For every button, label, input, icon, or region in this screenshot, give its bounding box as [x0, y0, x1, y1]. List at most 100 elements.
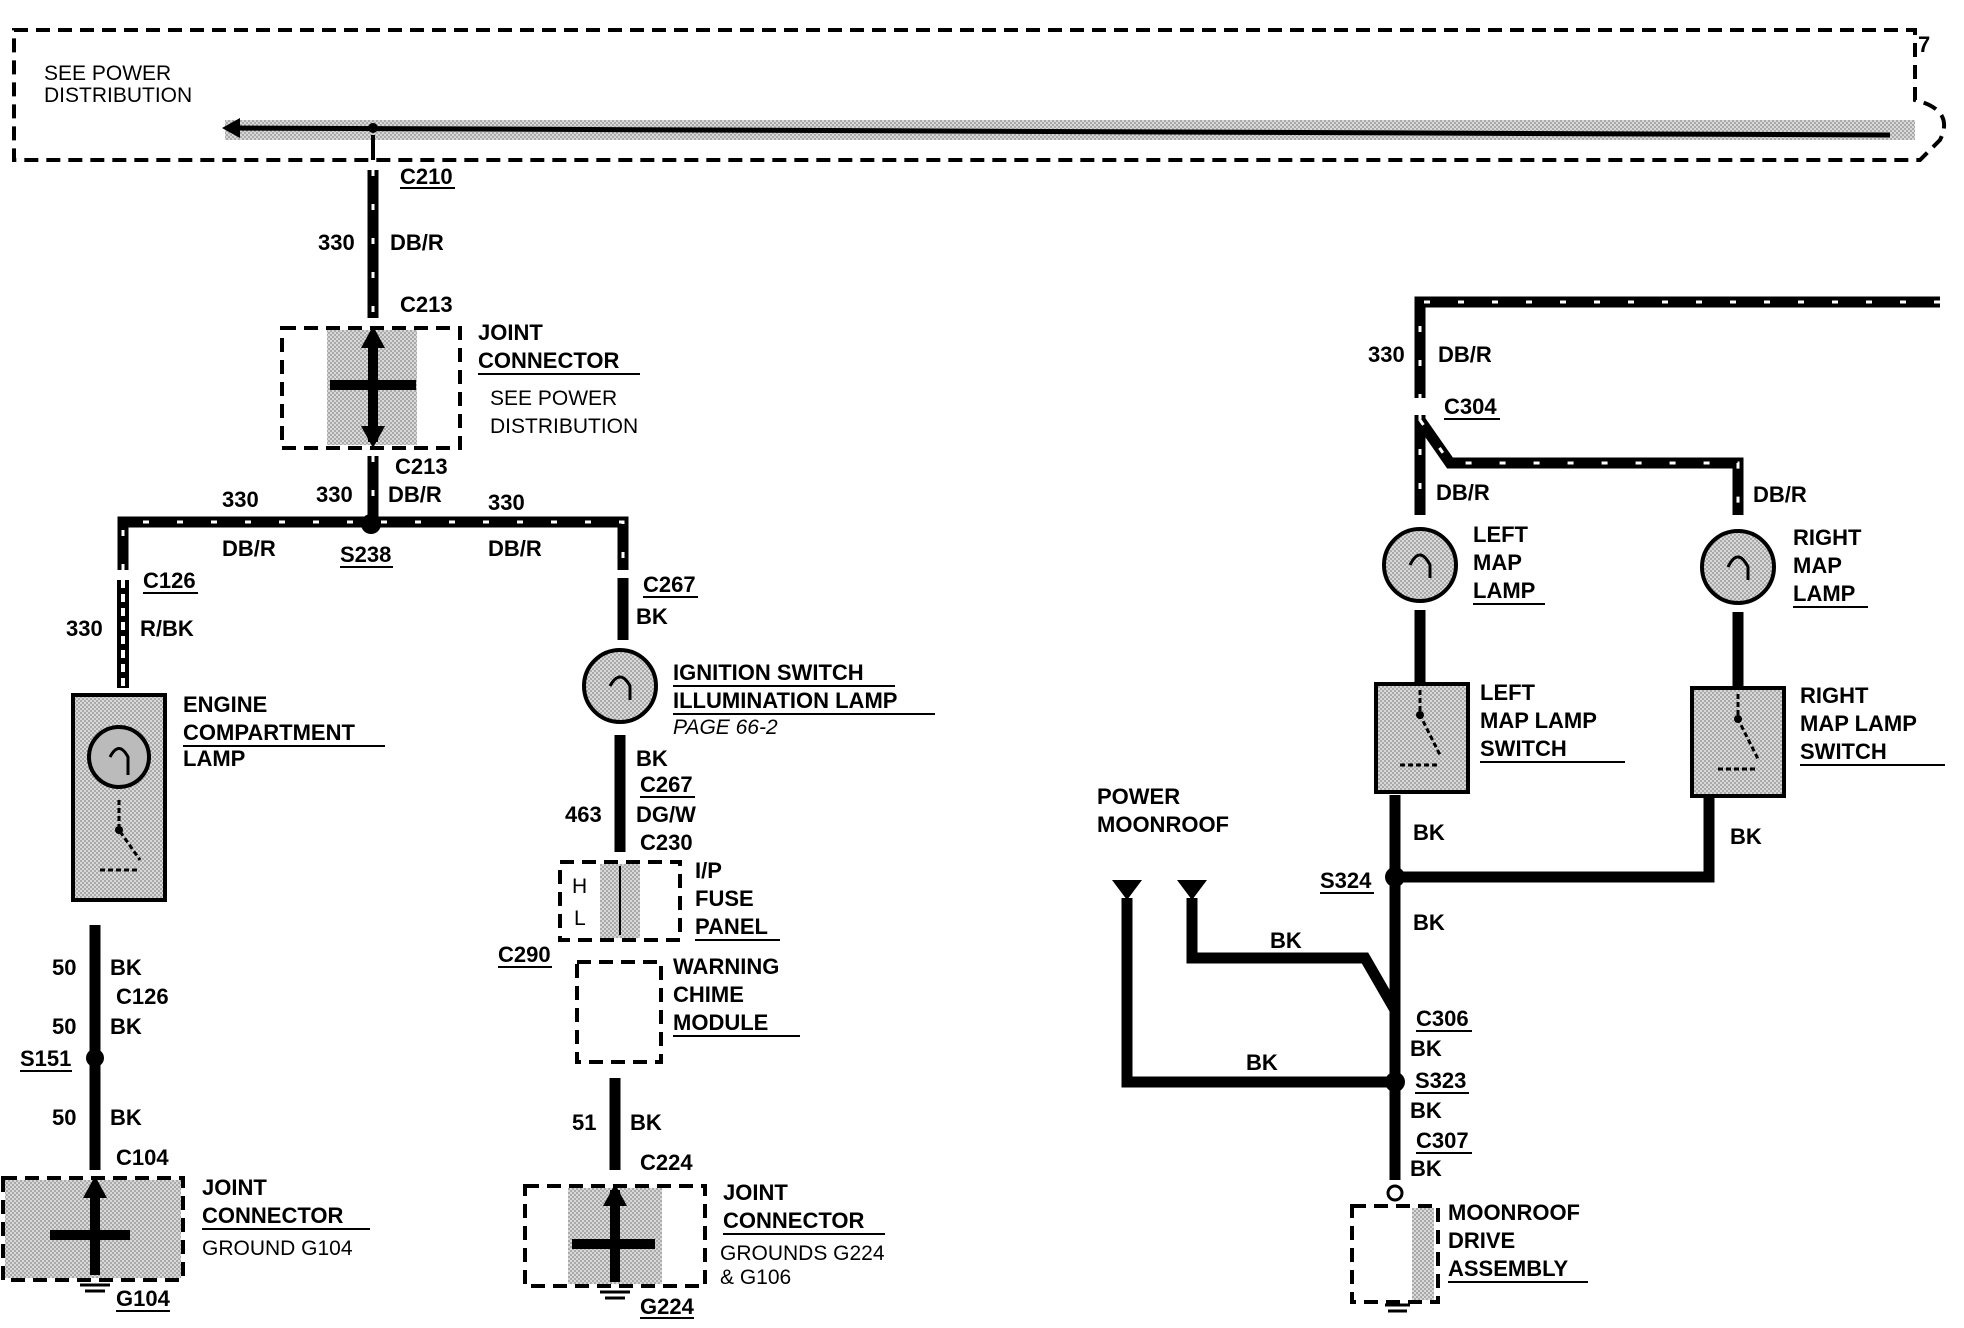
ignition-branch: C267 BK IGNITION SWITCH ILLUMINATION LAM… [498, 572, 935, 1319]
connector-c104: C104 [116, 1145, 169, 1170]
wire-rbk-engine: R/BK [140, 616, 194, 641]
wire-330-top: 330 [318, 230, 355, 255]
wire-330-left: 330 [222, 487, 259, 512]
wire-463: 463 [565, 802, 602, 827]
ignition-page-ref: PAGE 66-2 [673, 716, 778, 739]
left-map-lamp-label-2: MAP [1473, 550, 1522, 575]
wire-dbr-top: DB/R [390, 230, 444, 255]
wire-bk-51: BK [630, 1110, 662, 1135]
wire-bk-right-sw: BK [1730, 824, 1762, 849]
joint-g104-note: GROUND G104 [202, 1237, 353, 1260]
wire-bk-moon-2: BK [1246, 1050, 1278, 1075]
wire-50-a: 50 [52, 955, 76, 980]
joint-top-label-2: CONNECTOR [478, 348, 619, 373]
wire-330-roof: 330 [1368, 342, 1405, 367]
left-map-lamp-label-1: LEFT [1473, 522, 1529, 547]
wire-dbr-mid: DB/R [388, 482, 442, 507]
right-map-lamp-label-2: MAP [1793, 553, 1842, 578]
ip-fuse-panel [558, 860, 682, 942]
wire-bk-moon-1: BK [1270, 928, 1302, 953]
connector-c213-bottom: C213 [395, 454, 448, 479]
wire-dbr-left: DB/R [222, 536, 276, 561]
splice-s238: S238 [340, 542, 391, 567]
joint-connector-g104 [1, 1176, 185, 1282]
connector-c290: C290 [498, 942, 551, 967]
connector-c304: C304 [1444, 394, 1497, 419]
right-switch-label-2: MAP LAMP [1800, 711, 1917, 736]
power-moonroof-label-1: POWER [1097, 784, 1180, 809]
wire-330-mid: 330 [316, 482, 353, 507]
warning-chime-module [575, 960, 663, 1064]
right-switch-label-1: RIGHT [1800, 683, 1869, 708]
moonroof-drive-label-2: DRIVE [1448, 1228, 1515, 1253]
wire-dgw: DG/W [636, 802, 696, 827]
chime-label-2: CHIME [673, 982, 744, 1007]
left-circuit: C210 330 DB/R C213 JOINT CONNECTOR SEE P… [117, 123, 640, 570]
wire-dbr-right-map: DB/R [1753, 482, 1807, 507]
wire-bk-ign-top: BK [636, 604, 668, 629]
chime-label-1: WARNING [673, 954, 779, 979]
wire-dbr-roof: DB/R [1438, 342, 1492, 367]
joint-g224-note-2: & G106 [720, 1266, 791, 1289]
connector-c224: C224 [640, 1150, 693, 1175]
chime-label-3: MODULE [673, 1010, 768, 1035]
ignition-label-2: ILLUMINATION LAMP [673, 688, 897, 713]
wire-51: 51 [572, 1110, 596, 1135]
connector-c306: C306 [1416, 1006, 1469, 1031]
left-switch-label-1: LEFT [1480, 680, 1536, 705]
ignition-label-1: IGNITION SWITCH [673, 660, 864, 685]
engine-lamp-label-1: ENGINE [183, 692, 267, 717]
right-map-lamp [1700, 529, 1776, 605]
wire-bk-s324: BK [1413, 910, 1445, 935]
joint-connector-top [280, 326, 462, 450]
left-switch-label-2: MAP LAMP [1480, 708, 1597, 733]
connector-c210: C210 [400, 164, 453, 189]
left-map-lamp [1382, 527, 1458, 603]
engine-lamp-branch: C126 330 R/BK ENGINE COMPARTMENT LAMP 50… [1, 568, 385, 1312]
joint-g104-label-2: CONNECTOR [202, 1203, 343, 1228]
wire-bk-s323: BK [1410, 1098, 1442, 1123]
wire-bk-c307: BK [1410, 1156, 1442, 1181]
wire-bk-c306: BK [1410, 1036, 1442, 1061]
connector-c126-top: C126 [143, 568, 196, 593]
moonroof-drive-label-3: ASSEMBLY [1448, 1256, 1569, 1281]
connector-c230: C230 [640, 830, 693, 855]
wire-bk-50-b: BK [110, 1014, 142, 1039]
wire-bk-50-c: BK [110, 1105, 142, 1130]
fuse-l: L [574, 907, 586, 930]
ignition-illumination-lamp [582, 648, 658, 724]
left-switch-label-3: SWITCH [1480, 736, 1567, 761]
fuse-h: H [572, 875, 587, 898]
connector-c267-top: C267 [643, 572, 696, 597]
joint-g224-label-2: CONNECTOR [723, 1208, 864, 1233]
connector-c213-top: C213 [400, 292, 453, 317]
splice-s151: S151 [20, 1046, 71, 1071]
wire-50-c: 50 [52, 1105, 76, 1130]
moonroof-drive-assembly [1350, 1204, 1440, 1304]
right-switch-label-3: SWITCH [1800, 739, 1887, 764]
map-lamp-circuit: 330 DB/R C304 DB/R DB/R LEFT MAP LAMP RI… [1097, 296, 1945, 1313]
moonroof-drive-label-1: MOONROOF [1448, 1200, 1580, 1225]
engine-lamp-label-2: COMPARTMENT [183, 720, 355, 745]
left-map-lamp-label-3: LAMP [1473, 578, 1535, 603]
wire-330-engine: 330 [66, 616, 103, 641]
joint-g104-label-1: JOINT [202, 1175, 267, 1200]
power-dist-label-1: SEE POWER [44, 62, 171, 85]
wire-bk-50-a: BK [110, 955, 142, 980]
right-map-lamp-label-1: RIGHT [1793, 525, 1862, 550]
fuse-panel-label-3: PANEL [695, 914, 768, 939]
fuse-panel-label-1: I/P [695, 858, 722, 883]
power-moonroof-label-2: MOONROOF [1097, 812, 1229, 837]
joint-top-label-1: JOINT [478, 320, 543, 345]
fuse-panel-label-2: FUSE [695, 886, 754, 911]
right-map-lamp-label-3: LAMP [1793, 581, 1855, 606]
wire-dbr-left-map: DB/R [1436, 480, 1490, 505]
page-number: 7 [1918, 32, 1930, 57]
connector-c126-bottom: C126 [116, 984, 169, 1009]
power-distribution-box: SEE POWER DISTRIBUTION 7 [12, 28, 1946, 162]
joint-g224-label-1: JOINT [723, 1180, 788, 1205]
connector-c307: C307 [1416, 1128, 1469, 1153]
wire-330-right: 330 [488, 490, 525, 515]
joint-top-note-1: SEE POWER [490, 387, 617, 410]
